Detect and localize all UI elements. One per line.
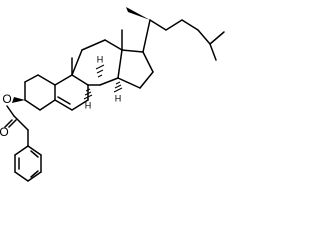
c21-methyl-wedge [126,7,150,20]
c3-o-wedge [12,97,25,103]
cholesteryl-phenylacetate-structure: H H H O O [0,7,225,182]
ring-d [117,49,154,89]
carbonyl-double-bond [4,119,13,128]
h-c9-label: H [97,54,104,64]
h-c8-label: H [85,100,92,110]
h-c14-label: H [115,93,122,103]
side-chain [126,7,225,61]
angular-methyls [71,29,123,76]
phenyl-ring [14,145,42,182]
ring-c [71,39,123,86]
c5-c6-double-bond [57,96,71,105]
ring-b [54,74,89,111]
stereo-hydrogens [83,64,123,100]
ester-linkage [4,97,29,147]
carbonyl-oxygen-label: O [0,125,9,139]
ring-a [24,74,56,111]
ester-oxygen-label: O [2,92,11,106]
